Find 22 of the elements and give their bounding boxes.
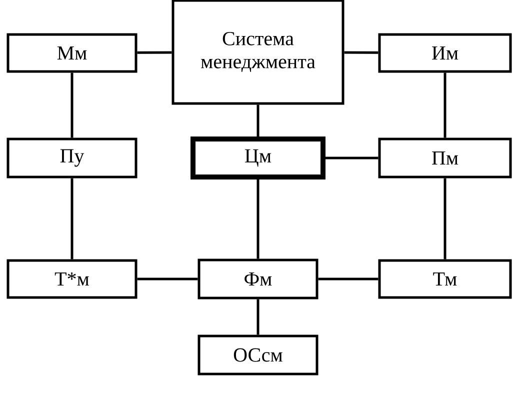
text-box: ОСсм bbox=[198, 334, 318, 376]
text-box: Система менеджмента bbox=[172, 0, 344, 105]
text-box: Т*м bbox=[6, 259, 138, 299]
emphasized-box: Цм bbox=[190, 136, 326, 180]
connector-line bbox=[444, 178, 446, 260]
text-box: Им bbox=[378, 33, 512, 73]
text-box: Фм bbox=[198, 258, 318, 300]
connector-line bbox=[256, 180, 260, 259]
connector-line bbox=[70, 178, 74, 260]
connector-line bbox=[444, 72, 446, 138]
connector-line bbox=[326, 156, 378, 160]
connector-line bbox=[256, 299, 260, 335]
connector-line bbox=[256, 104, 260, 136]
text-box: Пу bbox=[6, 138, 138, 178]
connector-line bbox=[318, 278, 378, 280]
connector-line bbox=[344, 51, 378, 54]
connector-line bbox=[137, 51, 172, 54]
text-box: Тм bbox=[378, 259, 512, 299]
text-box: Пм bbox=[378, 138, 512, 178]
text-box: Мм bbox=[6, 33, 138, 73]
connector-line bbox=[137, 278, 198, 280]
connector-line bbox=[70, 72, 74, 138]
